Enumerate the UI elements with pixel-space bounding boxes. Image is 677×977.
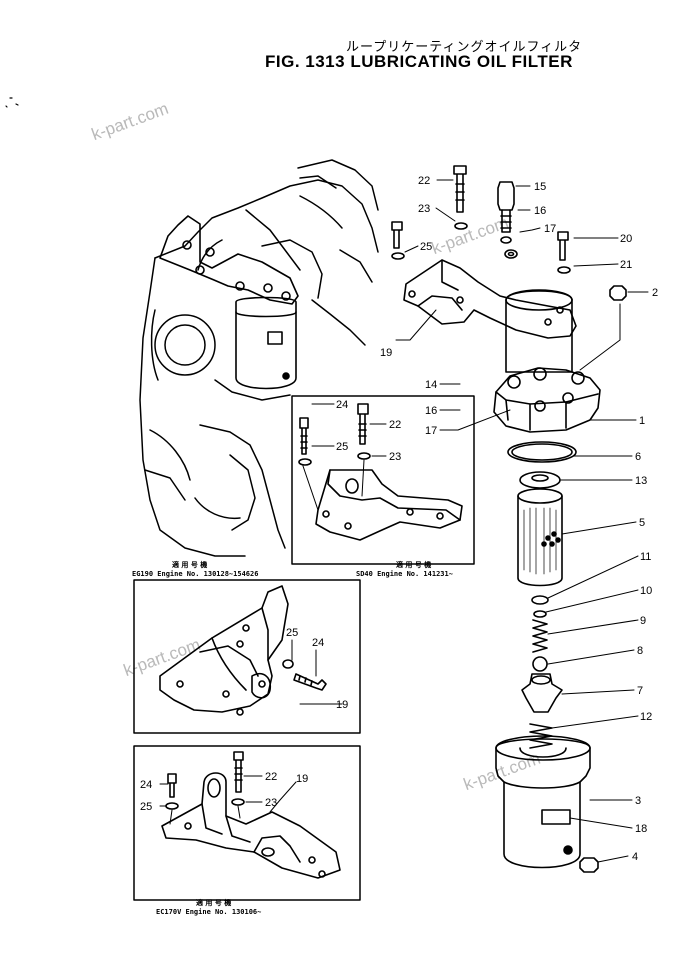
callout: 10 xyxy=(640,585,652,597)
inset-caption-sd40: 適 用 号 機 SD40 Engine No. 141231~ xyxy=(356,560,453,578)
callout: 25 xyxy=(140,801,152,813)
caption-japanese: 適 用 号 機 xyxy=(396,561,432,569)
callout: 4 xyxy=(632,851,638,863)
callout: 22 xyxy=(265,771,277,783)
callout: 19 xyxy=(336,699,348,711)
inset-box-sd40 xyxy=(291,395,475,565)
bolt-22 xyxy=(453,165,467,213)
callout: 21 xyxy=(620,259,632,271)
callout: 24 xyxy=(336,399,348,411)
callout: 19 xyxy=(296,773,308,785)
caption-japanese: 適 用 号 機 xyxy=(172,561,208,569)
callout: 1 xyxy=(639,415,645,427)
callout: 17 xyxy=(425,425,437,437)
caption-text: EG190 Engine No. 130128~154626 xyxy=(132,570,259,578)
callout: 14 xyxy=(425,379,437,391)
inset-caption-eg190: 適 用 号 機 EG190 Engine No. 130128~154626 xyxy=(132,560,258,578)
callout: 18 xyxy=(635,823,647,835)
callout: 13 xyxy=(635,475,647,487)
callout: 16 xyxy=(534,205,546,217)
callout: 7 xyxy=(637,685,643,697)
callout: 23 xyxy=(418,203,430,215)
callout: 20 xyxy=(620,233,632,245)
callout: 16 xyxy=(425,405,437,417)
inset-box-left-upper xyxy=(133,579,361,734)
callout: 9 xyxy=(640,615,646,627)
figure-title: FIG. 1313 LUBRICATING OIL FILTER xyxy=(265,52,573,71)
callout: 19 xyxy=(380,347,392,359)
callout: 12 xyxy=(640,711,652,723)
caption-text: EC170V Engine No. 130106~ xyxy=(156,908,262,916)
callout: 25 xyxy=(336,441,348,453)
figure-title-japanese: ループリケーティングオイルフィルタ xyxy=(346,40,583,55)
caption-japanese: 適 用 号 機 xyxy=(196,899,232,907)
callout-numbers: 22 15 23 16 17 20 25 21 2 19 14 1 16 17 … xyxy=(140,175,658,863)
callout: 3 xyxy=(635,795,641,807)
inset-caption-ec170v: 適 用 号 機 EC170V Engine No. 130106~ xyxy=(156,898,261,916)
callout: 24 xyxy=(140,779,152,791)
callout: 23 xyxy=(389,451,401,463)
callout: 24 xyxy=(312,637,324,649)
exploded-view xyxy=(391,165,627,873)
leader-lines xyxy=(159,179,649,863)
callout: 25 xyxy=(420,241,432,253)
caption-text: SD40 Engine No. 141231~ xyxy=(356,570,453,578)
callout: 11 xyxy=(640,551,651,563)
stray-marks xyxy=(5,97,19,108)
callout: 25 xyxy=(286,627,298,639)
callout: 22 xyxy=(389,419,401,431)
callout: 15 xyxy=(534,181,546,193)
callout: 6 xyxy=(635,451,641,463)
callout: 17 xyxy=(544,223,556,235)
callout: 8 xyxy=(637,645,643,657)
callout: 5 xyxy=(639,517,645,529)
inset-box-left-lower xyxy=(133,745,361,901)
callout: 2 xyxy=(652,287,658,299)
callout: 23 xyxy=(265,797,277,809)
callout: 22 xyxy=(418,175,430,187)
engine-mounted-filter xyxy=(159,215,299,390)
